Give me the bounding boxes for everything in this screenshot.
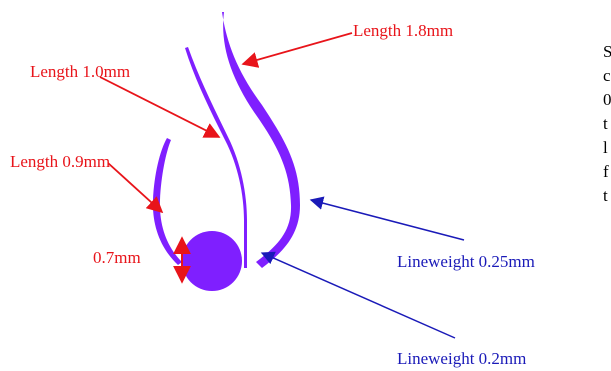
cut-text-4: t <box>603 114 608 133</box>
label-length-1: Length 1.8mm <box>353 21 453 40</box>
cut-text-1: S <box>603 42 611 61</box>
label-length-3: Length 0.9mm <box>10 152 110 171</box>
label-lineweight-2: Lineweight 0.2mm <box>397 349 526 368</box>
cut-text-2: c <box>603 66 611 85</box>
cut-text-5: l <box>603 138 608 157</box>
leader-lineweight-1 <box>309 196 465 241</box>
cut-text-6: f <box>603 162 609 181</box>
shape-group <box>152 12 300 291</box>
leader-length-3 <box>107 162 164 214</box>
left-stroke <box>152 138 182 265</box>
leader-length-2 <box>99 76 221 138</box>
label-lineweight-1: Lineweight 0.25mm <box>397 252 535 271</box>
cut-text-3: 0 <box>603 90 611 109</box>
label-height: 0.7mm <box>93 248 141 267</box>
leader-lineweight-2 <box>260 251 456 339</box>
middle-stroke <box>185 47 247 268</box>
cut-text-7: t <box>603 186 608 205</box>
leader-length-1 <box>241 32 353 68</box>
label-length-2: Length 1.0mm <box>30 62 130 81</box>
bulb-circle <box>182 231 242 291</box>
right-stroke <box>222 12 300 268</box>
